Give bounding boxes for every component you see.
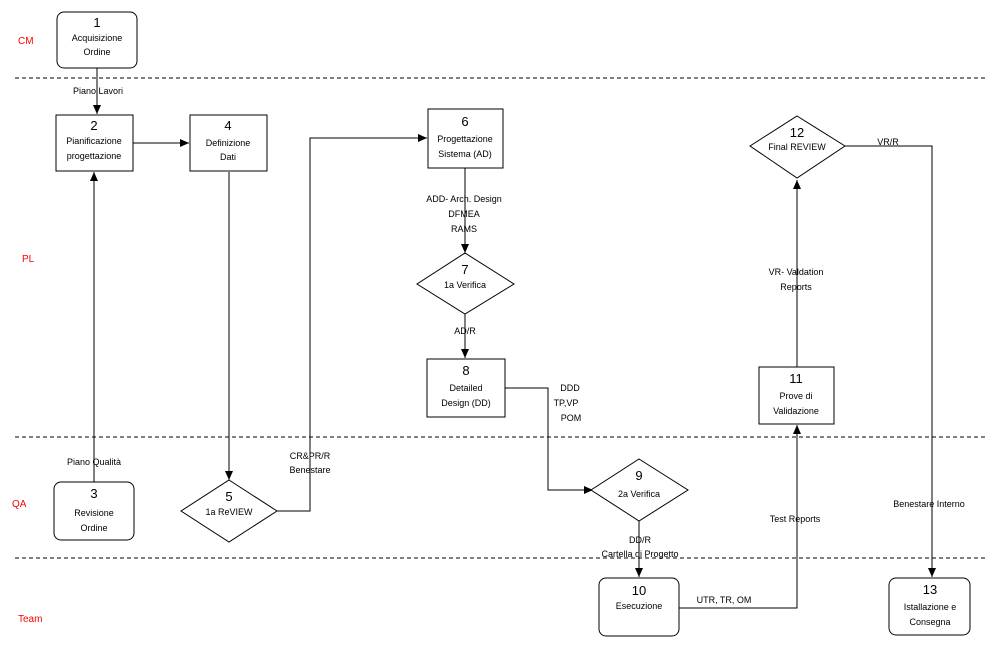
node-7-1a-verifica: 7 1a Verifica: [416, 252, 515, 315]
node-label: Ordine: [83, 47, 110, 57]
connector-label-adr: AD/R: [454, 326, 476, 336]
connector-5-6: [277, 134, 427, 512]
connector-label-cartella: Cartella di Progetto: [601, 549, 678, 559]
lane-label-qa: QA: [12, 499, 27, 510]
node-1-acquisizione-ordine: 1 Acquisizione Ordine: [56, 11, 138, 69]
node-label: Progettazione: [437, 134, 493, 144]
connector-label-utr: UTR, TR, OM: [697, 595, 752, 605]
node-label: Prove di: [779, 391, 812, 401]
node-label: Esecuzione: [616, 601, 663, 611]
connector-label-pom: POM: [561, 413, 582, 423]
node-label: 1a ReVIEW: [205, 507, 253, 517]
node-label: 2a Verifica: [618, 489, 660, 499]
node-number: 7: [461, 262, 468, 277]
connector-label-rams: RAMS: [451, 224, 477, 234]
node-6-progettazione-sistema: 6 Progettazione Sistema (AD): [427, 108, 504, 169]
connector-label-add: ADD- Arch. Design: [426, 194, 502, 204]
node-label: Detailed: [449, 383, 482, 393]
lane-label-cm: CM: [18, 36, 34, 47]
node-label: Definizione: [206, 138, 251, 148]
node-number: 1: [93, 15, 100, 30]
node-5-1a-review: 5 1a ReVIEW: [180, 479, 278, 543]
connector-label-test-reports: Test Reports: [770, 514, 821, 524]
lane-label-team: Team: [18, 614, 42, 625]
node-10-esecuzione: 10 Esecuzione: [598, 577, 680, 637]
connector-label-vr-validation: VR- Valdation: [769, 267, 824, 277]
node-label: Sistema (AD): [438, 149, 492, 159]
node-label: Design (DD): [441, 398, 491, 408]
node-label: Ordine: [80, 523, 107, 533]
node-11-prove-di-validazione: 11 Prove di Validazione: [758, 366, 835, 425]
node-2-pianificazione-progettazione: 2 Pianificazione progettazione: [55, 114, 134, 172]
node-4-definizione-dati: 4 Definizione Dati: [189, 114, 268, 172]
connector-8-9: [505, 387, 593, 494]
connector-label-benestare-interno: Benestare Interno: [893, 499, 965, 509]
connector-label-piano-lavori: Piano Lavori: [73, 86, 123, 96]
connector-label-tpvp: TP,VP: [554, 398, 579, 408]
node-label: Final REVIEW: [768, 142, 826, 152]
node-number: 5: [225, 489, 232, 504]
node-number: 13: [923, 582, 937, 597]
node-number: 9: [635, 468, 642, 483]
connector-label-reports: Reports: [780, 282, 812, 292]
node-label: Dati: [220, 152, 236, 162]
node-label: Acquisizione: [72, 33, 123, 43]
node-number: 12: [790, 125, 804, 140]
connector-12-13: [845, 145, 936, 577]
connectors: [90, 68, 936, 609]
node-label: progettazione: [67, 151, 122, 161]
node-label: Pianificazione: [66, 136, 122, 146]
node-12-final-review: 12 Final REVIEW: [749, 115, 846, 179]
node-9-2a-verifica: 9 2a Verifica: [590, 458, 689, 522]
node-number: 6: [461, 114, 468, 129]
node-label: Consegna: [909, 617, 950, 627]
node-label: Revisione: [74, 508, 114, 518]
connector-label-ddr: DD/R: [629, 535, 651, 545]
node-label: 1a Verifica: [444, 280, 486, 290]
node-number: 2: [90, 118, 97, 133]
connector-label-benestare: Benestare: [289, 465, 330, 475]
connector-labels: Piano Lavori Piano Qualità CR&PR/R Benes…: [67, 86, 965, 605]
connector-10-11: [679, 425, 801, 609]
connector-label-crpr: CR&PR/R: [290, 451, 331, 461]
node-label: Validazione: [773, 406, 819, 416]
connector-label-ddd: DDD: [560, 383, 580, 393]
node-label: Istallazione e: [904, 602, 957, 612]
node-number: 3: [90, 486, 97, 501]
node-number: 10: [632, 583, 646, 598]
node-3-revisione-ordine: 3 Revisione Ordine: [53, 481, 135, 541]
connector-label-vrr: VR/R: [877, 137, 899, 147]
node-13-istallazione-e-consegna: 13 Istallazione e Consegna: [888, 577, 971, 636]
lane-label-pl: PL: [22, 254, 35, 265]
node-number: 8: [462, 363, 469, 378]
node-8-detailed-design: 8 Detailed Design (DD): [426, 358, 506, 418]
node-number: 4: [224, 118, 231, 133]
connector-label-dfmea: DFMEA: [448, 209, 480, 219]
node-number: 11: [789, 371, 803, 386]
connector-label-piano-qualita: Piano Qualità: [67, 457, 121, 467]
